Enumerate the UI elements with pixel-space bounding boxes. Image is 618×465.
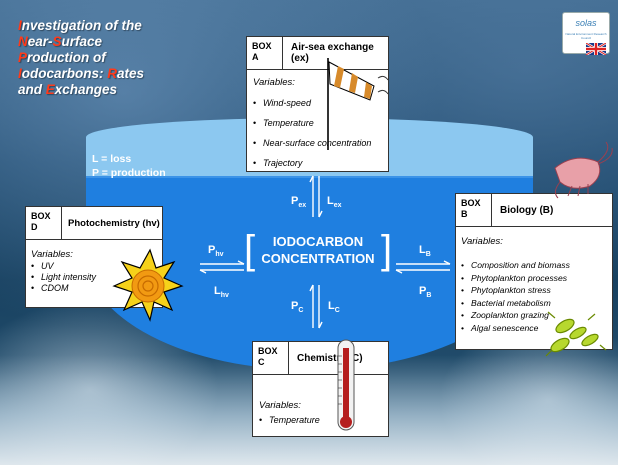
variables-label: Variables: [31,249,73,260]
uk-flag-icon [586,43,606,55]
list-item: Wind-speed [253,93,371,113]
variables-label: Variables: [253,77,295,88]
box-title: Photochemistry (hv) [68,218,160,229]
title-line-5: and Exchanges [18,82,118,97]
title-line-2: Near-Surface [18,34,103,49]
box-title: Biology (B) [500,205,554,216]
list-item: Near-surface concentration [253,133,371,153]
flux-l-c: LC [328,300,340,315]
list-item: CDOM [31,283,96,294]
variables-label: Variables: [259,400,301,411]
center-label: IODOCARBON CONCENTRATION [261,234,375,266]
list-item: Phytoplankton processes [461,272,570,285]
windsock-icon [327,58,389,150]
flux-l-b: LB [419,244,431,259]
list-item: Algal senescence [461,322,570,335]
arrow-c-pair [309,284,323,329]
box-variables: Variables: Composition and biomass Phyto… [461,236,570,334]
variables-label: Variables: [461,236,503,247]
variable-list: UV Light intensity CDOM [31,261,96,294]
flux-p-c: PC [291,300,304,315]
flux-p-b: PB [419,285,432,300]
box-title: Air-sea exchange (ex) [291,42,374,64]
sun-icon [112,248,184,322]
list-item: Zooplankton grazing [461,309,570,322]
box-variables: Variables: UV Light intensity CDOM [31,249,96,294]
arrow-b-pair [395,260,451,274]
box-title: Chemistry (C) [297,353,363,364]
flux-l-ex: Lex [327,195,342,210]
variable-list: Wind-speed Temperature Near-surface conc… [253,93,371,173]
definition-loss: L = loss [92,153,132,165]
list-item: Phytoplankton stress [461,284,570,297]
list-item: UV [31,261,96,272]
thermometer-icon [337,339,355,431]
box-variables: Variables: Temperature [259,400,320,425]
logo-subtext: Natural Environment Research Council [565,32,607,40]
slide-title: Investigation of the Near-Surface Produc… [18,18,188,98]
definitions: L = loss P = production [92,152,166,180]
flux-l-hv: Lhv [214,285,229,300]
bracket-right: ] [381,228,393,272]
list-item: Temperature [259,415,320,425]
logo-text: solas [575,18,597,28]
list-item: Temperature [253,113,371,133]
arrow-ex-pair [309,175,323,218]
arrow-hv-pair [199,260,245,274]
variable-list: Composition and biomass Phytoplankton pr… [461,259,570,334]
title-line-4: Iodocarbons: Rates [18,66,145,81]
definition-production: P = production [92,167,166,179]
shrimp-icon [554,141,613,199]
title-line-3: Production of [18,50,106,65]
box-variables: Variables: Wind-speed Temperature Near-s… [253,77,371,173]
variable-list: Temperature [259,415,320,425]
list-item: Bacterial metabolism [461,297,570,310]
list-item: Composition and biomass [461,259,570,272]
list-item: Trajectory [253,153,371,173]
title-line-1: Investigation of the [18,18,142,33]
bracket-left: [ [244,228,256,272]
list-item: Light intensity [31,272,96,283]
flux-p-hv: Phv [208,244,224,259]
phytoplankton-icon [545,311,607,357]
flux-p-ex: Pex [291,195,307,210]
